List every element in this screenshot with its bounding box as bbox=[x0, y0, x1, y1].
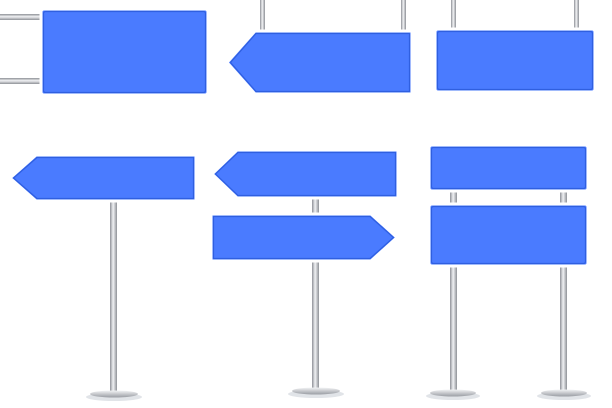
pole-base bbox=[90, 390, 138, 398]
hanger-left bbox=[260, 0, 265, 34]
hanger-right bbox=[574, 0, 579, 32]
hanger-left bbox=[451, 0, 456, 32]
sign-pole-two-arrows bbox=[209, 148, 400, 398]
sign-panel-bottom bbox=[427, 202, 590, 268]
sign-panel bbox=[433, 27, 597, 94]
sign-panel-top bbox=[427, 143, 590, 193]
pole bbox=[312, 196, 319, 390]
arrow-left-panel bbox=[224, 29, 414, 96]
arrow-left-panel bbox=[7, 153, 198, 203]
arrow-right-panel bbox=[209, 212, 400, 263]
bracket-top bbox=[0, 14, 44, 20]
pole bbox=[110, 199, 117, 393]
sign-wall-bracket bbox=[0, 7, 210, 97]
pole-left bbox=[450, 188, 457, 392]
arrow-left-panel bbox=[209, 148, 400, 200]
sign-hanging-arrow-left bbox=[224, 0, 414, 96]
sign-hanging-rectangle bbox=[433, 0, 597, 94]
pole-right bbox=[560, 188, 567, 392]
pole-base-left bbox=[430, 389, 476, 397]
pole-base-right bbox=[541, 389, 587, 397]
bracket-bottom bbox=[0, 78, 44, 84]
sign-panel bbox=[39, 7, 210, 97]
pole-base bbox=[292, 387, 340, 395]
hanger-right bbox=[401, 0, 406, 34]
sign-pole-arrow-left bbox=[7, 153, 198, 401]
sign-double-pole-rectangles bbox=[426, 143, 591, 400]
